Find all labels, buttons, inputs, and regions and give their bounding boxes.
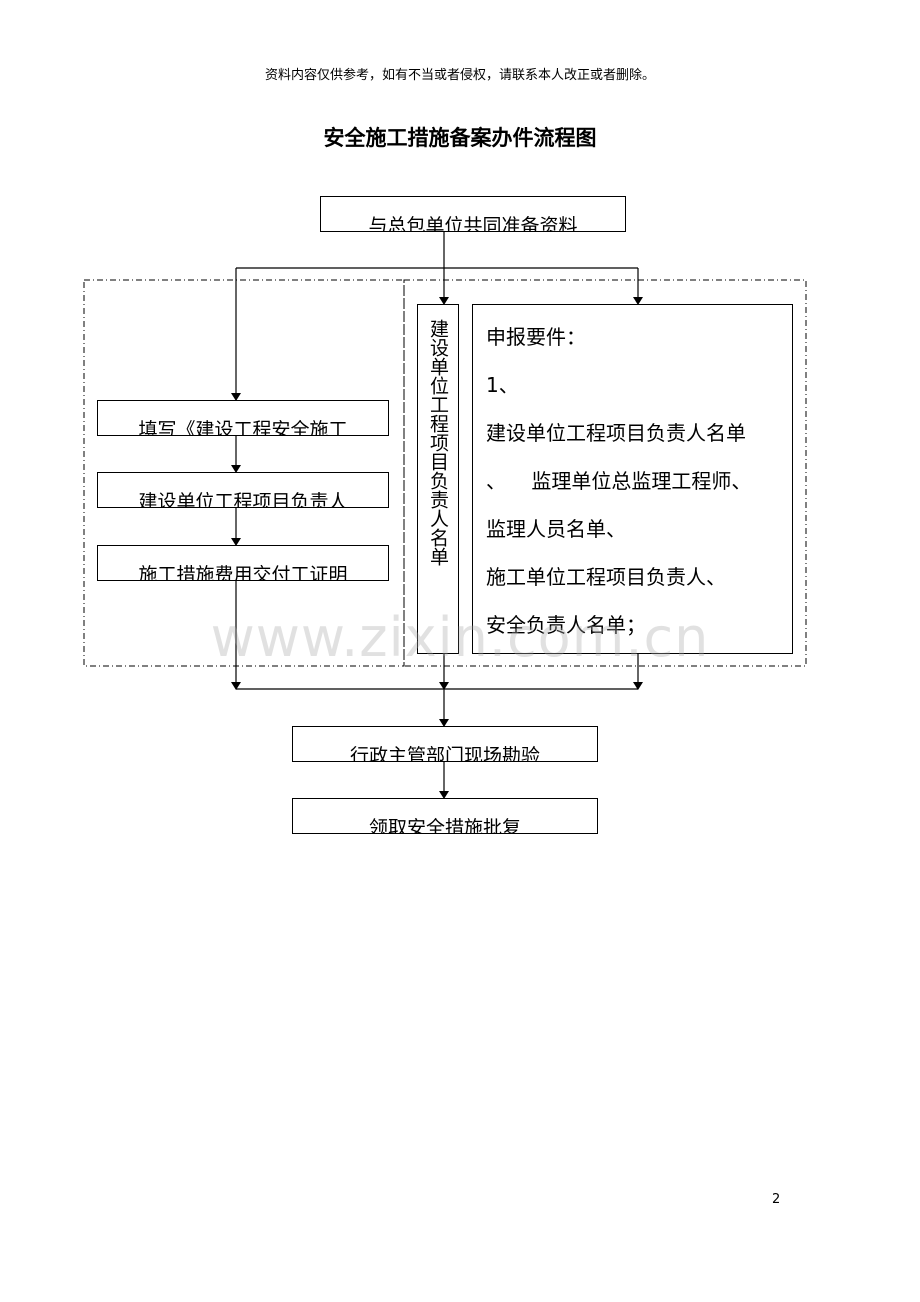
prepare-materials-label: 与总包单位共同准备资料 bbox=[368, 215, 578, 232]
vertical-list-label: 建设单位工程项目负责人名单 bbox=[427, 319, 449, 566]
requirements-line-4: 监理人员名单、 bbox=[486, 517, 626, 541]
disclaimer-notice: 资料内容仅供参考，如有不当或者侵权，请联系本人改正或者删除。 bbox=[264, 68, 655, 83]
project-manager-box: 建设单位工程项目负责人 bbox=[97, 472, 389, 508]
requirements-box: 申报要件： 1、 建设单位工程项目负责人名单 、 监理单位总监理工程师、 监理人… bbox=[472, 304, 793, 654]
page-title: 安全施工措施备案办件流程图 bbox=[323, 126, 597, 150]
fee-proof-box: 施工措施费用交付工证明 bbox=[97, 545, 389, 581]
requirements-line-2: 建设单位工程项目负责人名单 bbox=[486, 421, 746, 445]
approval-box: 领取安全措施批复 bbox=[292, 798, 598, 834]
requirements-line-1: 1、 bbox=[486, 373, 519, 397]
approval-label: 领取安全措施批复 bbox=[368, 817, 521, 834]
prepare-materials-box: 与总包单位共同准备资料 bbox=[320, 196, 626, 232]
requirements-line-3: 、 监理单位总监理工程师、 bbox=[486, 469, 752, 493]
page-number: 2 bbox=[772, 1192, 781, 1207]
requirements-heading: 申报要件： bbox=[486, 325, 586, 349]
fill-form-label: 填写《建设工程安全施工 bbox=[138, 419, 348, 436]
fill-form-box: 填写《建设工程安全施工 bbox=[97, 400, 389, 436]
requirements-line-6: 安全负责人名单； bbox=[486, 613, 646, 637]
right-group-frame bbox=[403, 279, 807, 667]
site-inspection-label: 行政主管部门现场勘验 bbox=[349, 745, 540, 762]
vertical-list-box: 建设单位工程项目负责人名单 bbox=[417, 304, 459, 654]
requirements-line-5: 施工单位工程项目负责人、 bbox=[486, 565, 726, 589]
project-manager-label: 建设单位工程项目负责人 bbox=[138, 491, 348, 508]
fee-proof-label: 施工措施费用交付工证明 bbox=[138, 564, 348, 581]
site-inspection-box: 行政主管部门现场勘验 bbox=[292, 726, 598, 762]
